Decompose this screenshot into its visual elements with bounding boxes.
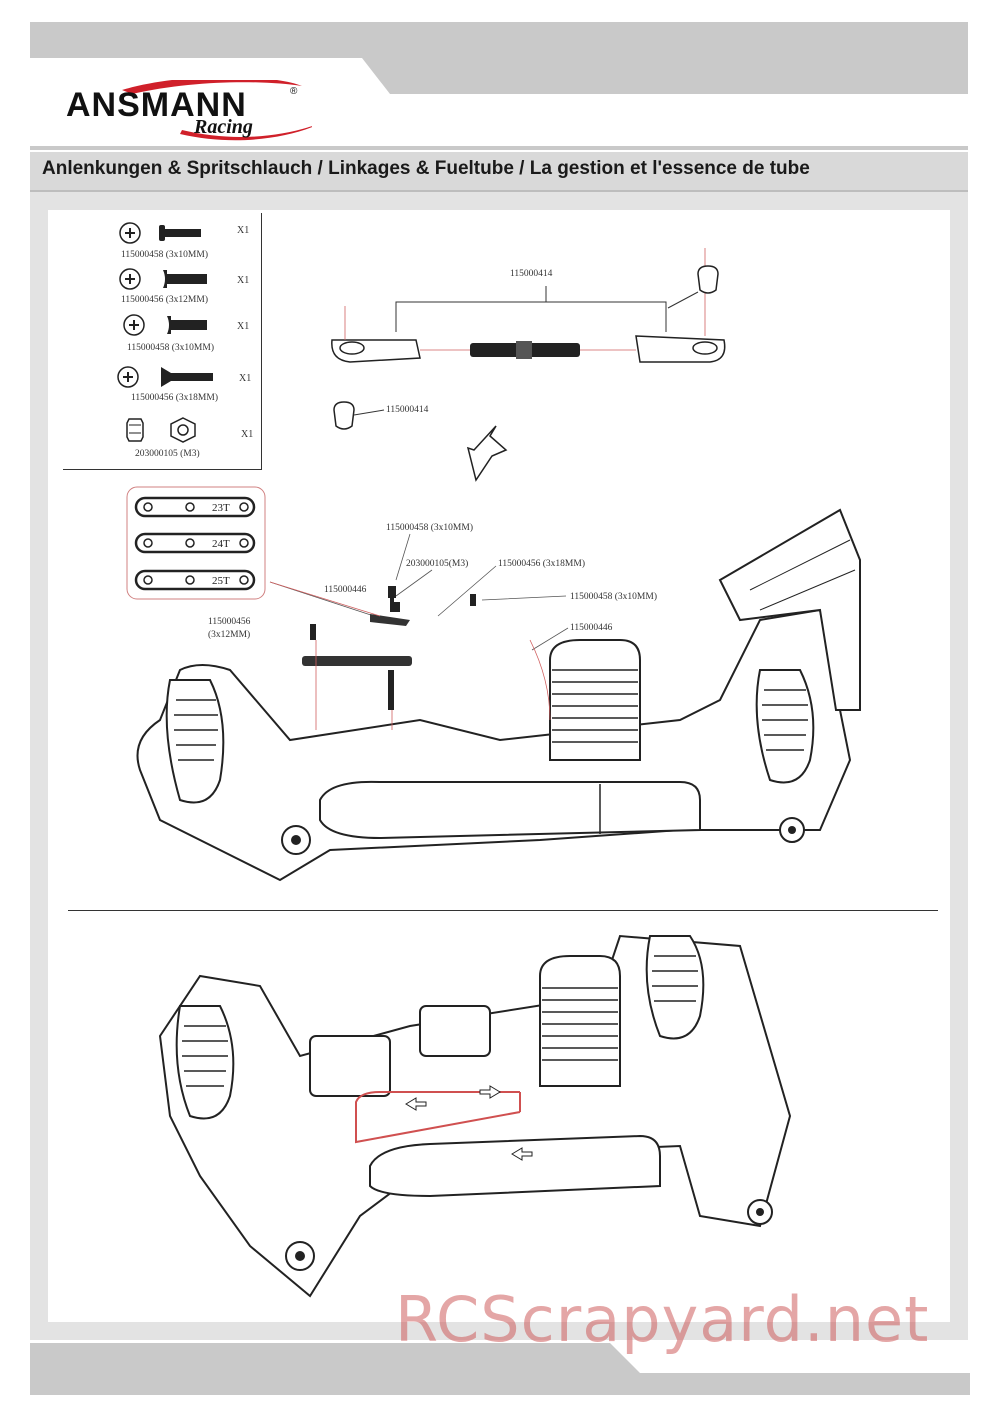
button-head-screw-icon: [119, 222, 201, 244]
flow-arrow-icon: [405, 1097, 427, 1111]
part-quantity: X1: [241, 429, 254, 440]
direction-arrow-icon: [466, 425, 508, 482]
callout-label: (3x12MM): [208, 629, 250, 640]
ball-part-label: 115000414: [386, 405, 429, 415]
logo-subtitle: Racing: [194, 116, 253, 138]
linkage-diagram: 115000414 115000414: [331, 248, 726, 482]
logo-registered: ®: [290, 86, 298, 97]
callout-label: 203000105(M3): [406, 558, 468, 569]
part-number: 203000105 (M3): [135, 449, 200, 459]
part-quantity: X1: [239, 373, 252, 384]
callout-label: 115000456: [208, 617, 251, 627]
part-quantity: X1: [237, 225, 250, 236]
servo-saver-option-label: 25T: [212, 575, 230, 587]
header-band: [30, 22, 968, 150]
logo-swoosh-icon: [122, 80, 312, 141]
countersunk-screw-icon: [117, 366, 213, 388]
logo-wordmark: ANSMANN: [66, 86, 247, 124]
flange-screw-icon: [123, 314, 207, 336]
title-bar: Anlenkungen & Spritschlauch / Linkages &…: [30, 152, 968, 192]
section-divider: [68, 910, 938, 911]
servo-saver-option-label: 24T: [212, 538, 230, 550]
linkage-part-label: 115000414: [510, 269, 553, 279]
part-quantity: X1: [237, 321, 250, 332]
part-number: 115000458 (3x10MM): [121, 250, 208, 260]
flange-screw-icon: [119, 268, 207, 290]
lock-nut-icon: [126, 417, 196, 443]
flow-arrow-icon: [511, 1147, 533, 1161]
footer-band: [30, 1343, 970, 1395]
part-quantity: X1: [237, 275, 250, 286]
chassis-assembly-drawing-bottom: [158, 934, 792, 1298]
callout-label: 115000456 (3x18MM): [498, 558, 585, 569]
callout-label: 115000458 (3x10MM): [386, 522, 473, 533]
part-number: 115000458 (3x10MM): [127, 343, 214, 353]
part-number: 115000456 (3x18MM): [131, 393, 218, 403]
callout-label: 115000446: [570, 623, 613, 633]
chassis-assembly-drawing-top: 115000458 (3x10MM) 203000105(M3) 1150004…: [136, 508, 861, 882]
watermark: RCScrapyard.net: [395, 1283, 930, 1356]
page-title: Anlenkungen & Spritschlauch / Linkages &…: [42, 158, 810, 179]
servo-saver-options: 23T 24T 25T: [126, 486, 266, 600]
parts-list: 115000458 (3x10MM) X1 115000456 (3x12MM)…: [63, 213, 262, 470]
ansmann-racing-logo: ANSMANN Racing ®: [62, 80, 312, 150]
servo-saver-option-label: 23T: [212, 502, 230, 514]
callout-label: 115000446: [324, 585, 367, 595]
flow-arrow-icon: [479, 1085, 501, 1099]
callout-label: 115000458 (3x10MM): [570, 591, 657, 602]
part-number: 115000456 (3x12MM): [121, 295, 208, 305]
